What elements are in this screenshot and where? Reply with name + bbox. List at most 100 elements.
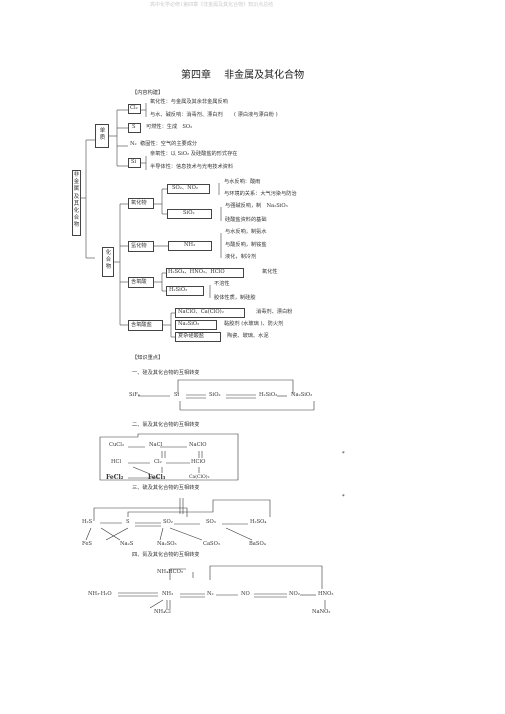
s3-caso3: CaSO₃ [203, 541, 220, 547]
s3-na2s: Na₂S [120, 541, 134, 547]
s2-nacl: NaCl [149, 442, 163, 448]
tree-sio2: SiO₂ [183, 210, 195, 216]
tree-cl2-line1: 氧化性：与金属及其余非金属反响 [150, 99, 228, 105]
tree-s-line: 可燃性：生成 SO₂ [146, 124, 193, 130]
s3-so2: SO₂ [163, 519, 173, 525]
tree-single-label: 单质 [99, 128, 106, 142]
tree-nh3-line2: 与酸反响，制铵盐 [225, 242, 267, 248]
tree-so2-line1: 与水反响：酸雨 [224, 179, 261, 185]
tree-complex-box [175, 332, 221, 342]
s3-fes: FeS [82, 541, 92, 547]
s2-hcl: HCl [111, 459, 122, 465]
tree-acids: H₂SO₄、HNO₃、HClO [168, 269, 225, 275]
s3-h2s: H₂S [82, 519, 93, 525]
tree-si-box [128, 158, 141, 168]
tree-s-box [128, 123, 141, 133]
s4-no2: NO₂ [289, 591, 300, 597]
tree-oxyacid-box [128, 277, 154, 288]
tree-oxide: 氧化物 [131, 200, 147, 206]
tree-hydride: 氢化物 [131, 243, 147, 249]
tree-naclo-note: 消毒剂、漂白粉 [256, 309, 293, 315]
tree-sio2-box [167, 209, 212, 219]
tree-oxide-box [128, 198, 154, 209]
tree-so2-box [167, 184, 210, 194]
s3-h2so4: H₂SO₄ [250, 519, 267, 525]
tree-naclo-box [175, 308, 245, 318]
tree-root-box [72, 170, 81, 236]
tree-h2sio3-line1: 不溶性 [214, 281, 230, 287]
s3-na2so3: Na₂SO₃ [157, 541, 177, 547]
tree-compound-label: 化合物 [105, 250, 112, 271]
s1-si: Si [174, 392, 180, 398]
s4-nh4hco3: NH₄HCO₃ [157, 569, 183, 575]
tree-so2no2: SO₂、NO₂ [172, 185, 198, 191]
tree-nh3-box [168, 241, 212, 251]
tree-si-line2: 半导体性：信息技术与光电技术资料 [150, 164, 234, 170]
tree-compound-box [102, 247, 114, 277]
s3-baso4: BaSO₄ [249, 541, 266, 547]
s3-so3: SO₃ [206, 519, 216, 525]
tree-cl2-note: ( 漂白液与漂白粉 ) [234, 112, 278, 118]
key-heading: 【知识重点】 [132, 355, 164, 361]
s1-na2sio3: Na₂SiO₃ [291, 392, 313, 398]
s1-sio2: SiO₂ [209, 392, 221, 398]
s2-cucl2: CuCl₂ [109, 442, 125, 448]
s1-h2sio3: H₂SiO₃ [259, 392, 278, 398]
tree-si: Si [131, 159, 137, 165]
s4-no: NO [241, 591, 250, 597]
section-4-title: 四、氮及其化合物的互相转变 [132, 552, 200, 558]
tree-nh3: NH₃ [184, 242, 196, 248]
tree-root-label: 非金属及其化合物 [73, 172, 80, 229]
tree-h2sio3-line2: 胶体性质，制硅胶 [214, 295, 256, 301]
s4-nh3: NH₃ [162, 591, 174, 597]
s3-s: S [126, 519, 130, 525]
tree-s: S [132, 124, 136, 130]
s2-caclo2: Ca(ClO)₂ [189, 475, 210, 480]
section-1-title: 一、硅及其化合物的互相转变 [132, 370, 200, 376]
tree-complex: 复杂硅酸盐 [178, 333, 204, 339]
tree-nh3-line3: 液化，制冷剂 [225, 254, 257, 260]
tree-sio2-line2: 硅酸盐资料的基础 [225, 217, 267, 223]
tree-n2-line: 稳固性：空气的主要成分 [140, 141, 198, 147]
s4-nano3: NaNO₃ [312, 609, 331, 615]
mark-1: * [342, 451, 345, 457]
tree-na2sio3-box [175, 320, 217, 330]
tree-cl2-box [128, 104, 141, 114]
tree-salt-box [128, 320, 163, 331]
page-header-faint: 高中化学必修1第四章《非金属及其化合物》知识点总结 [150, 2, 274, 8]
tree-sio2-line1: 与强碱反响，制 Na₂SiO₃ [225, 203, 288, 209]
tree-cl2: Cl₂ [130, 105, 138, 111]
tree-oxyacid: 含氧酸 [131, 279, 147, 285]
section-3-title: 三、硫及其化合物的互相转变 [132, 485, 200, 491]
s4-nh3h2o: NH₃·H₂O [88, 591, 112, 597]
s2-fecl3: FeCl₃ [148, 474, 166, 481]
page-title: 第四章 非金属及其化合物 [181, 70, 305, 81]
tree-cl2-line2: 与水、碱反响：消毒剂、漂白剂 [150, 112, 223, 118]
tree-h2sio3-box [166, 286, 204, 296]
tree-single-box [95, 124, 109, 148]
tree-na2sio3: Na₂SiO₃ [178, 321, 200, 327]
tree-salt: 含氧酸盐 [131, 322, 152, 328]
s4-nh4cl: NH₄Cl [154, 609, 171, 615]
section-2-title: 二、氯及其化合物的互相转变 [132, 422, 200, 428]
tree-h2sio3: H₂SiO₃ [169, 287, 188, 293]
s2-naclo: NaClO [189, 442, 207, 448]
s1-sif4: SiF₄ [129, 392, 140, 398]
tree-n2: N₂ [130, 141, 137, 147]
tree-si-line1: 亲氧性：以 SiO₂ 及硅酸盐的形式存在 [150, 151, 238, 157]
s2-hclo: HClO [191, 459, 206, 465]
tree-nh3-line1: 与水反响，制氨水 [225, 229, 267, 235]
s4-hno3: HNO₃ [318, 591, 334, 597]
tree-hydride-box [128, 241, 154, 252]
s2-fecl2: FeCl₂ [106, 474, 124, 481]
tree-naclo: NaClO、Ca(ClO)₂ [178, 309, 224, 315]
tree-acids-box [166, 268, 244, 278]
s2-cl2: Cl₂ [154, 459, 162, 465]
tree-complex-note: 陶瓷、玻璃、水泥 [227, 333, 269, 339]
tree-acids-note: 氧化性 [262, 269, 278, 275]
